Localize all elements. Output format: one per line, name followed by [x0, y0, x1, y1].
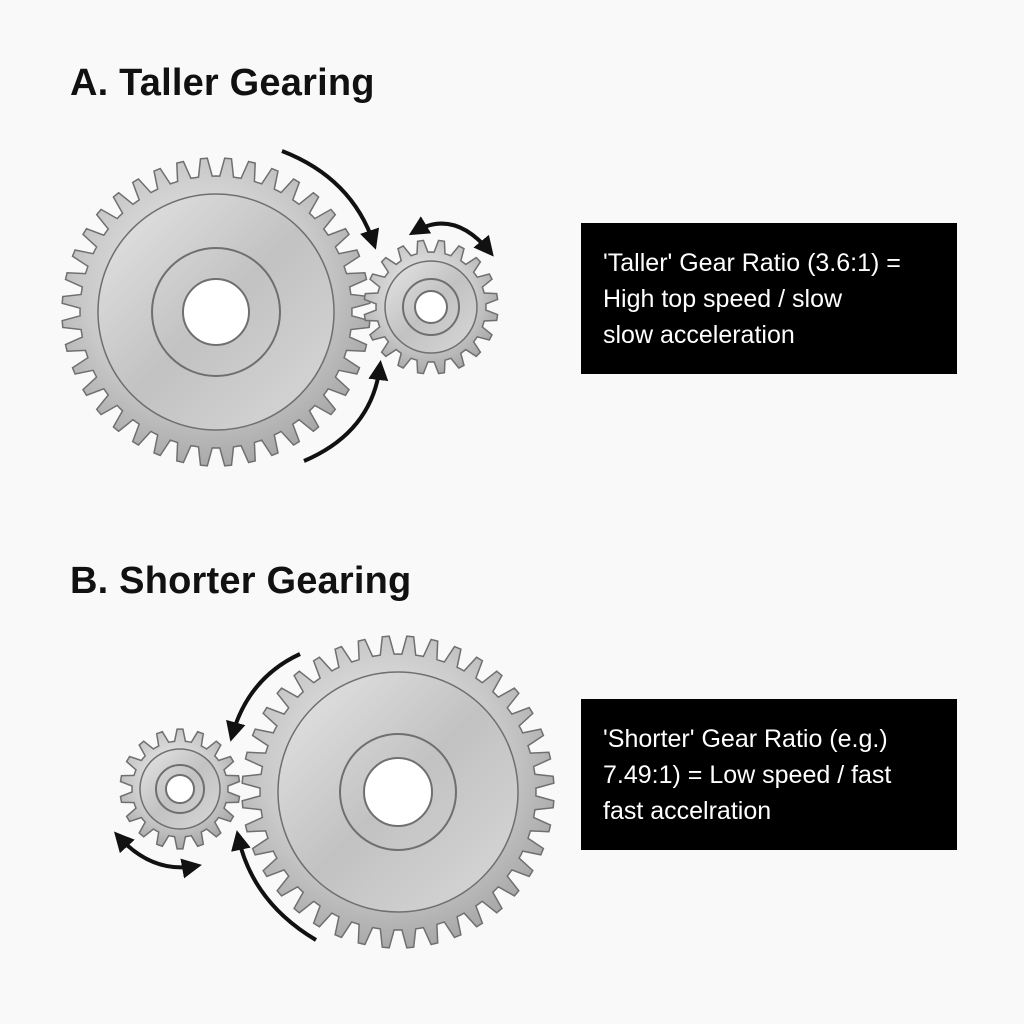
- caption-line: slow acceleration: [603, 321, 795, 349]
- rotation-arrow-icon: [281, 149, 380, 250]
- small-gear-icon: [363, 239, 499, 375]
- caption-box-taller: 'Taller' Gear Ratio (3.6:1) = High top s…: [581, 223, 957, 374]
- rotation-arrow-icon: [303, 360, 389, 463]
- section-a-title: A. Taller Gearing: [70, 62, 375, 104]
- caption-line: 'Shorter' Gear Ratio (e.g.): [603, 725, 888, 753]
- caption-line: 'Taller' Gear Ratio (3.6:1) =: [603, 249, 901, 277]
- double-arrow-icon: [408, 216, 494, 257]
- caption-line: 7.49:1) = Low speed / fast: [603, 761, 892, 789]
- caption-line: High top speed / slow: [603, 285, 843, 313]
- section-b-title: B. Shorter Gearing: [70, 560, 412, 602]
- large-gear-icon: [61, 157, 371, 467]
- rotation-arrow-icon: [226, 652, 301, 742]
- small-gear-icon: [119, 728, 241, 850]
- double-arrow-icon: [113, 831, 202, 879]
- caption-box-shorter: 'Shorter' Gear Ratio (e.g.) 7.49:1) = Lo…: [581, 699, 957, 850]
- rotation-arrow-icon: [231, 830, 318, 942]
- caption-line: fast accelration: [603, 797, 772, 825]
- large-gear-icon: [241, 635, 555, 949]
